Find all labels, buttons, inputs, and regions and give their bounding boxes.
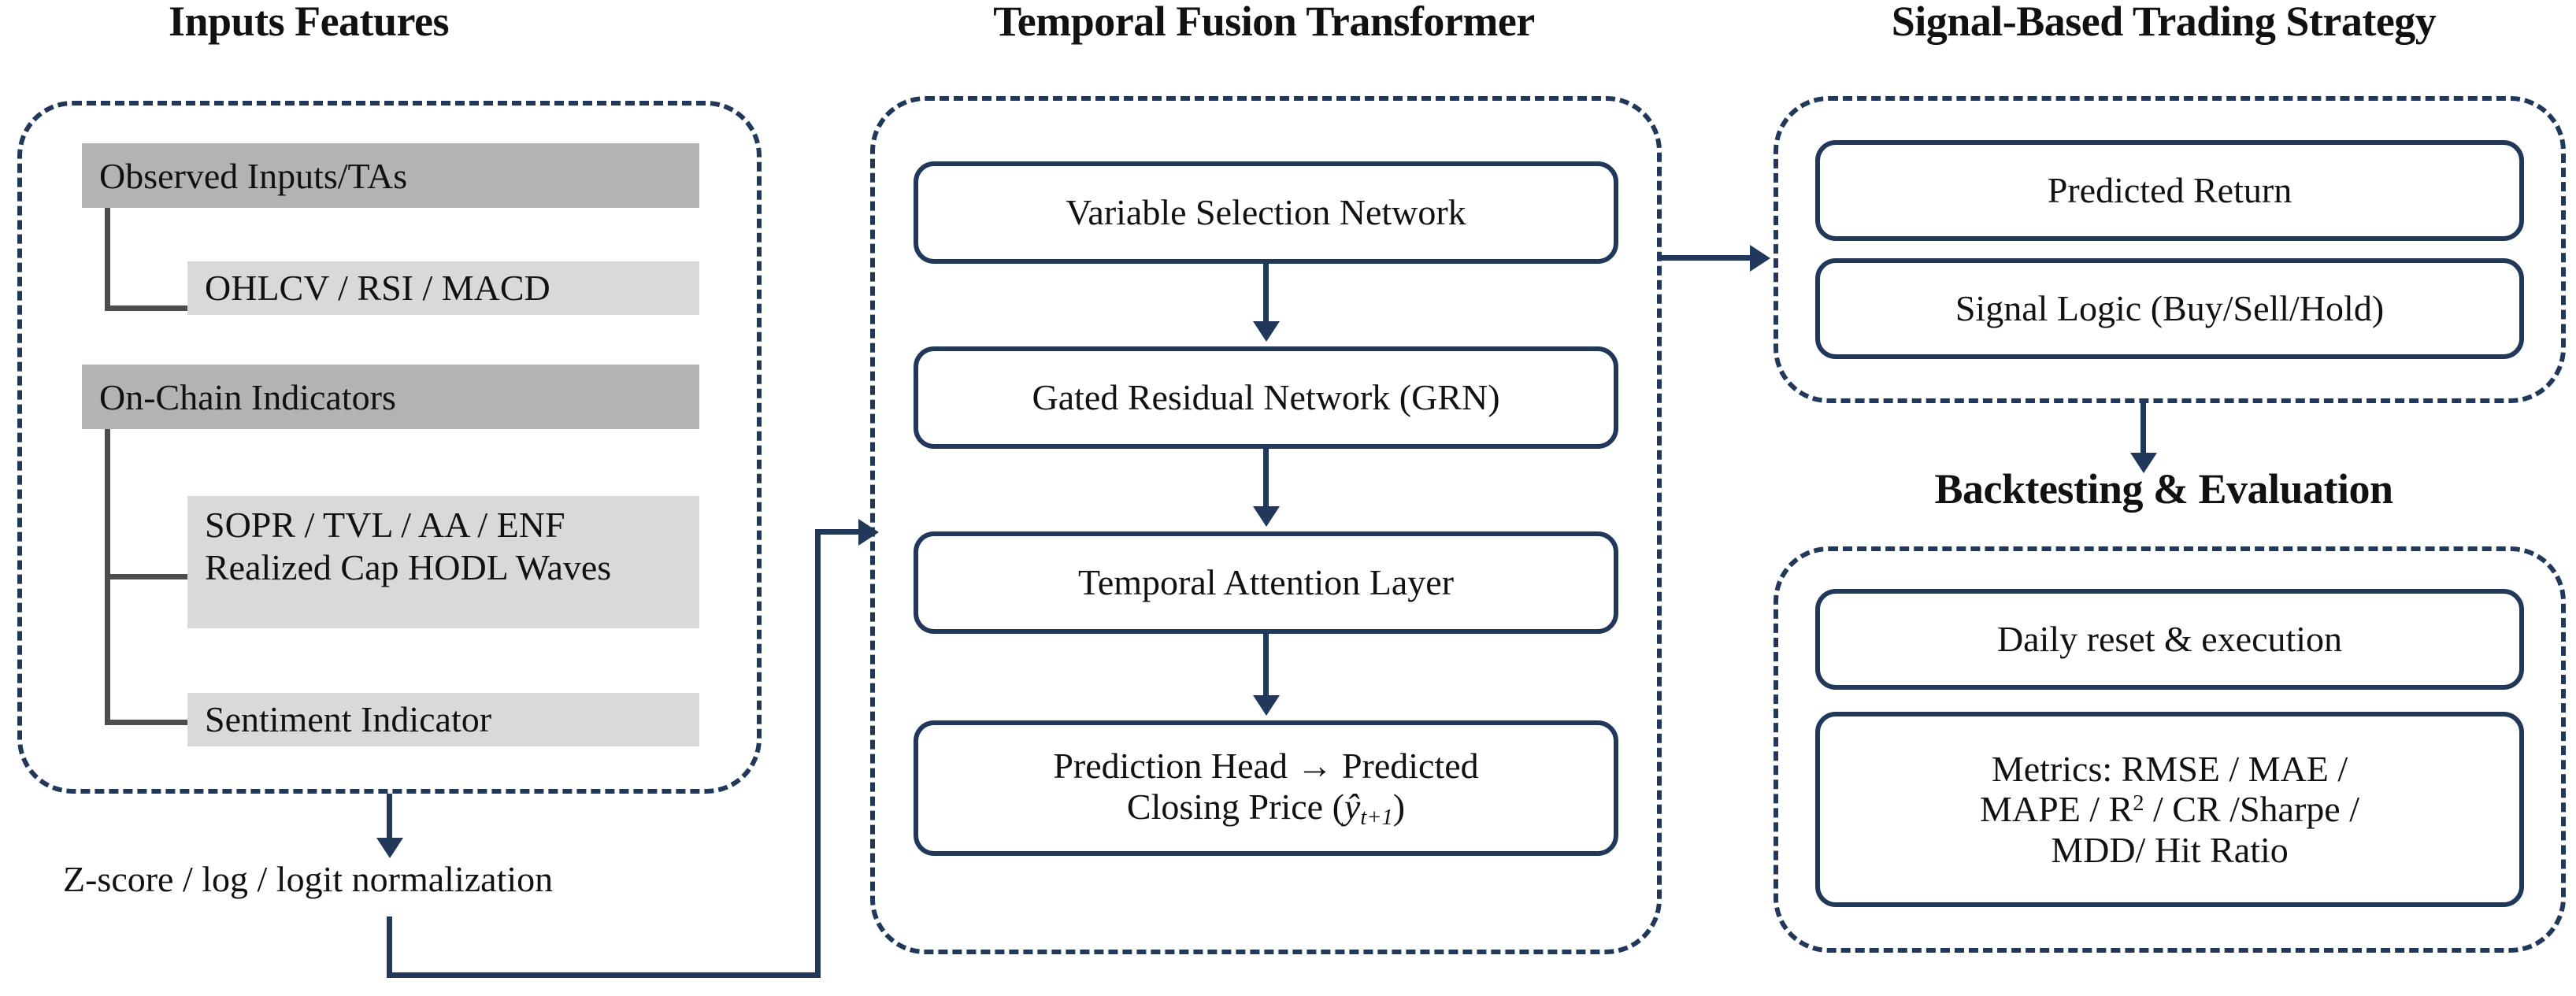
- temporal-fusion-transformer-container: [870, 96, 1662, 954]
- tree-connector-horizontal-1: [105, 305, 187, 311]
- inputs-to-normalization-line: [387, 794, 392, 842]
- tft-stage-gated-residual-network[interactable]: Gated Residual Network (GRN): [914, 346, 1618, 449]
- group-item-sentiment-indicator: Sentiment Indicator: [187, 693, 699, 746]
- page-title-backtesting-evaluation: Backtesting & Evaluation: [1934, 465, 2393, 513]
- prediction-head-subscript: t+1: [1360, 805, 1393, 830]
- page-title-signal-based-trading-strategy: Signal-Based Trading Strategy: [1891, 0, 2437, 45]
- strategy-item-signal-logic[interactable]: Signal Logic (Buy/Sell/Hold): [1815, 258, 2524, 359]
- metrics-r-squared-superscript: 2: [2133, 791, 2144, 816]
- group-item-onchain-metrics: SOPR / TVL / AA / ENF Realized Cap HODL …: [187, 496, 699, 628]
- tree-connector-horizontal-2b: [105, 720, 187, 725]
- tft-to-strategy-line: [1660, 255, 1753, 261]
- arrow-down-icon-tft-2: [1253, 506, 1280, 527]
- signal-based-trading-strategy-container: [1774, 96, 2566, 403]
- page-title-temporal-fusion-transformer: Temporal Fusion Transformer: [993, 0, 1535, 45]
- tft-stage-temporal-attention-layer[interactable]: Temporal Attention Layer: [914, 531, 1618, 634]
- prediction-head-symbol: ŷ: [1344, 786, 1361, 827]
- tree-connector-horizontal-2a: [105, 574, 187, 579]
- tft-connector-2: [1263, 449, 1269, 512]
- group-item-ohlcv-rsi-macd: OHLCV / RSI / MACD: [187, 261, 699, 315]
- arrow-down-icon-tft-1: [1253, 321, 1280, 342]
- metrics-line3: MDD/ Hit Ratio: [2051, 829, 2289, 870]
- backtesting-evaluation-container: [1774, 546, 2566, 953]
- normalization-elbow-horizontal-top: [815, 529, 862, 535]
- group-header-observed-inputs: Observed Inputs/TAs: [82, 143, 699, 208]
- arrow-down-icon-normalization: [376, 838, 403, 858]
- backtesting-metrics-box[interactable]: Metrics: RMSE / MAE / MAPE / R2 / CR /Sh…: [1815, 712, 2524, 907]
- backtesting-item-daily-reset[interactable]: Daily reset & execution: [1815, 589, 2524, 690]
- arrow-right-icon-into-tft: [858, 519, 879, 546]
- prediction-head-line1: Prediction Head → Predicted: [1053, 746, 1479, 787]
- normalization-elbow-vertical-right: [815, 529, 821, 978]
- metrics-line1: Metrics: RMSE / MAE /: [1991, 748, 2348, 789]
- tft-connector-3: [1263, 634, 1269, 701]
- arrow-down-icon-tft-3: [1253, 695, 1280, 716]
- strategy-to-backtesting-line: [2140, 403, 2146, 458]
- normalization-elbow-horizontal-bottom: [387, 972, 821, 978]
- strategy-item-predicted-return[interactable]: Predicted Return: [1815, 140, 2524, 241]
- group-header-on-chain-indicators: On-Chain Indicators: [82, 365, 699, 429]
- normalization-elbow-vertical: [387, 916, 392, 978]
- page-title-inputs-features: Inputs Features: [168, 0, 450, 45]
- tft-connector-1: [1263, 264, 1269, 327]
- metrics-line2: MAPE / R2 / CR /Sharpe /: [1980, 789, 2359, 830]
- arrow-down-icon-into-backtesting: [2130, 453, 2157, 473]
- tft-stage-variable-selection-network[interactable]: Variable Selection Network: [914, 161, 1618, 264]
- inputs-features-container: [17, 101, 762, 794]
- tree-connector-vertical-1: [105, 208, 110, 310]
- prediction-head-line2: Closing Price (ŷt+1): [1126, 786, 1406, 830]
- normalization-label: Z-score / log / logit normalization: [63, 859, 554, 899]
- tft-prediction-head-box[interactable]: Prediction Head → Predicted Closing Pric…: [914, 720, 1618, 856]
- arrow-right-icon-into-strategy: [1750, 245, 1770, 272]
